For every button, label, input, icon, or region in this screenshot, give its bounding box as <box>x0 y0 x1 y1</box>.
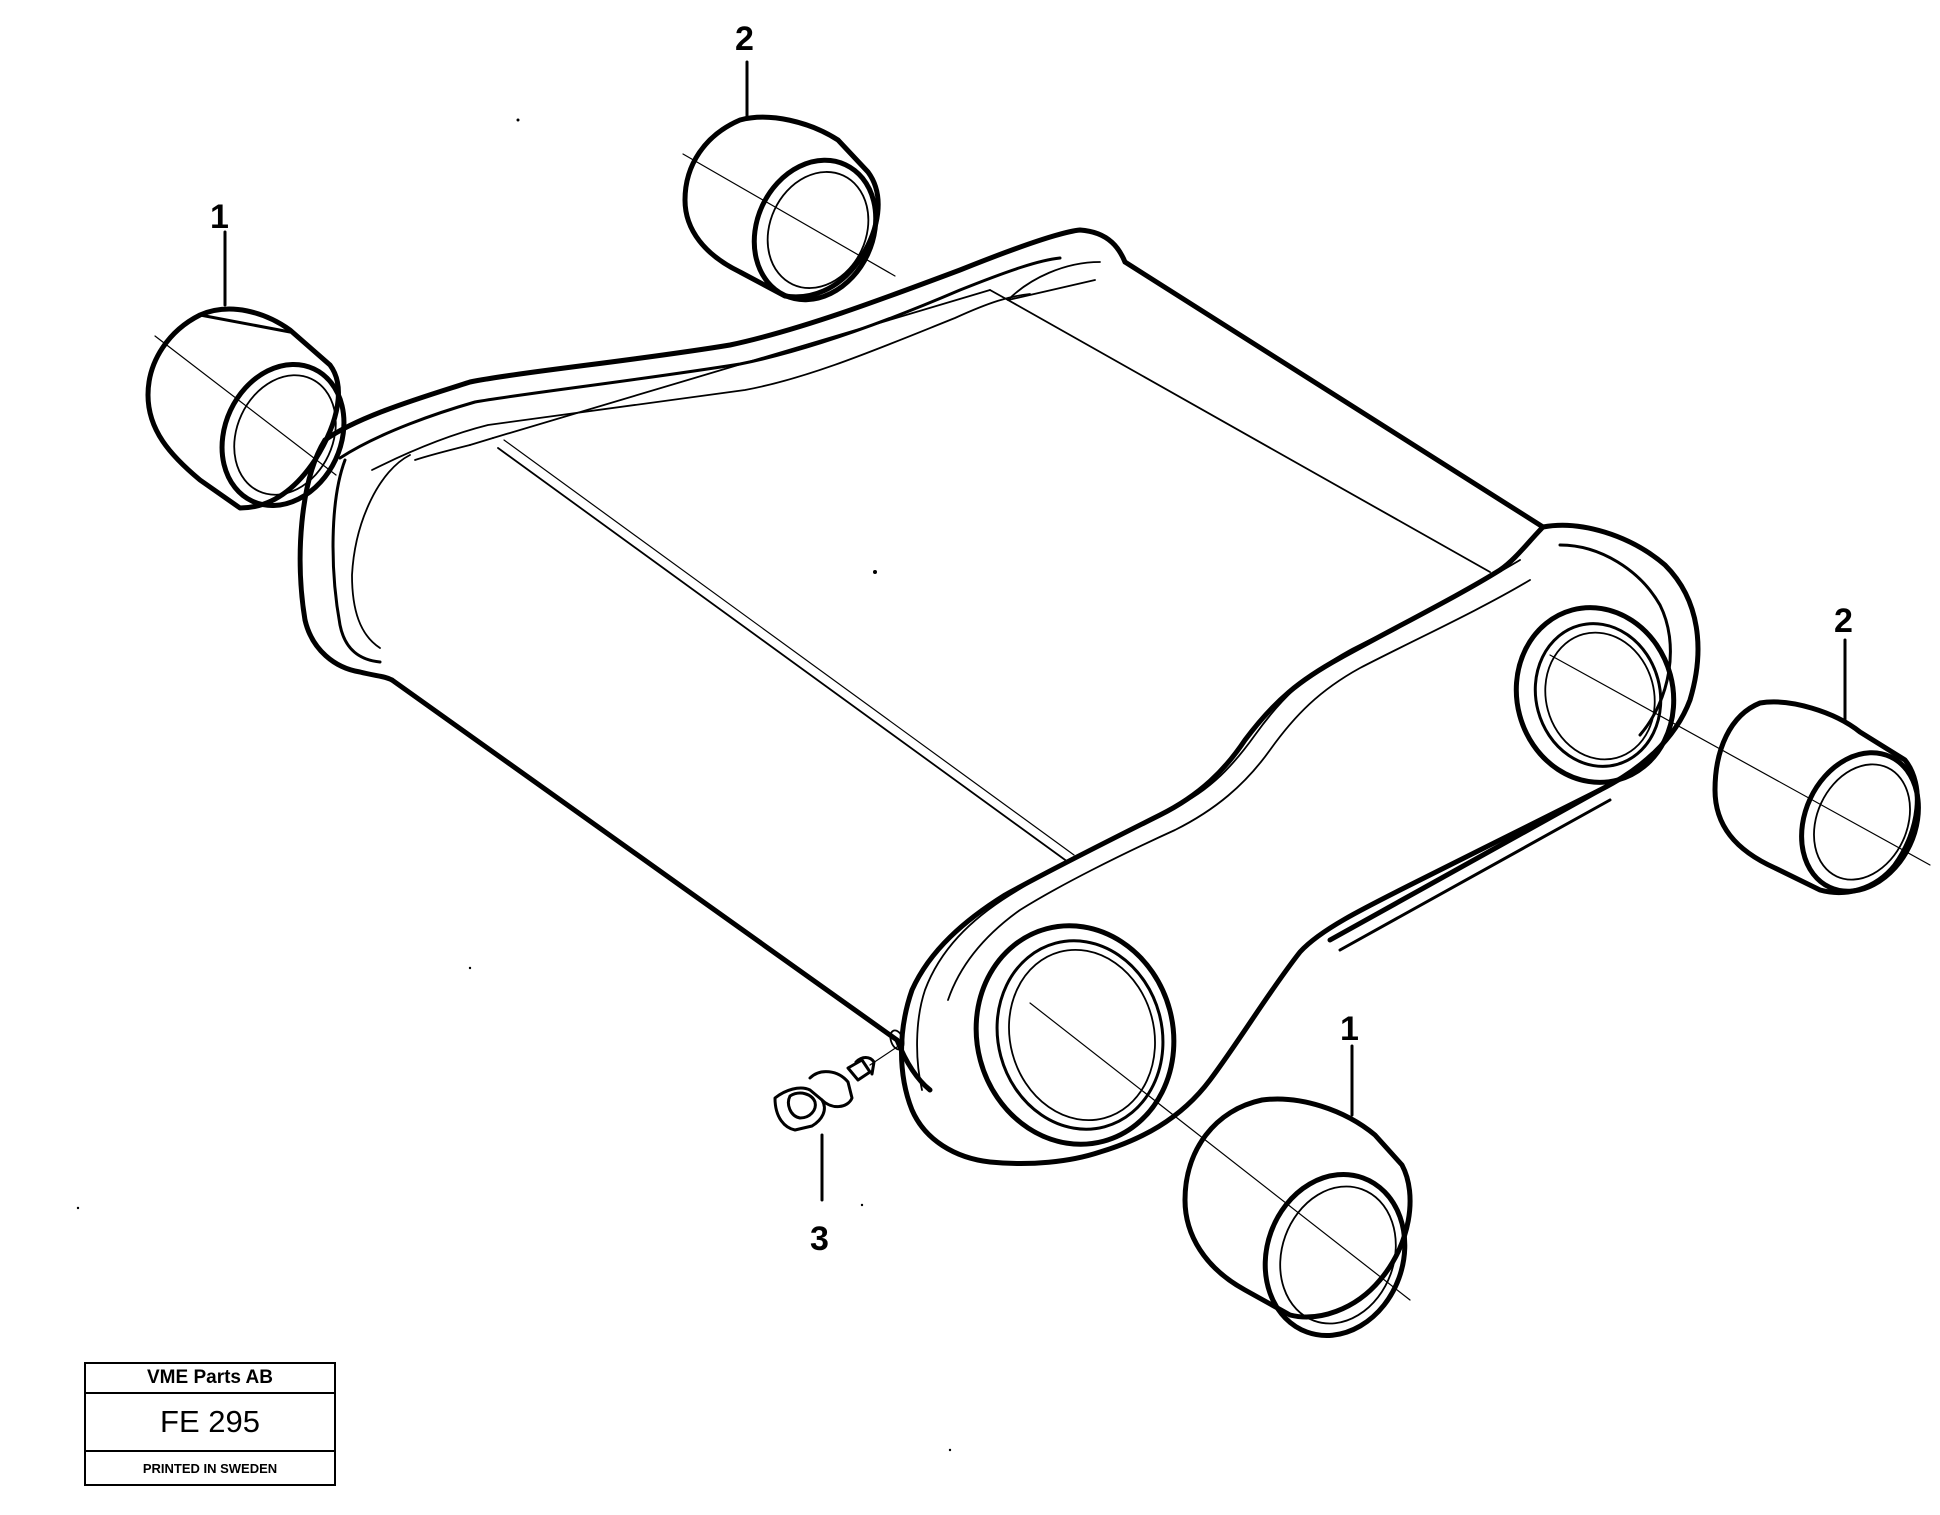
callout-3-grease-nipple: 3 <box>810 1220 829 1258</box>
scan-specks <box>76 118 952 1452</box>
callout-1-top-left: 1 <box>210 198 229 236</box>
company-name: VME Parts AB <box>86 1364 334 1394</box>
bushing-2-top <box>682 114 881 303</box>
leader-lines <box>223 60 1847 1202</box>
center-lines <box>154 153 1931 1301</box>
callout-1-bottom: 1 <box>1340 1010 1359 1048</box>
bushing-1-bottom <box>1182 1096 1413 1338</box>
title-block: VME Parts AB FE 295 PRINTED IN SWEDEN <box>84 1362 336 1486</box>
link-frame <box>297 227 1701 1167</box>
printed-note: PRINTED IN SWEDEN <box>142 1460 278 1476</box>
grease-nipple-icon <box>773 1029 905 1132</box>
bushing-2-right <box>1712 699 1921 895</box>
bushing-1-top-left <box>145 306 347 511</box>
callout-2-top: 2 <box>735 20 754 58</box>
callout-2-right: 2 <box>1834 602 1853 640</box>
drawing-code: FE 295 <box>86 1394 334 1452</box>
